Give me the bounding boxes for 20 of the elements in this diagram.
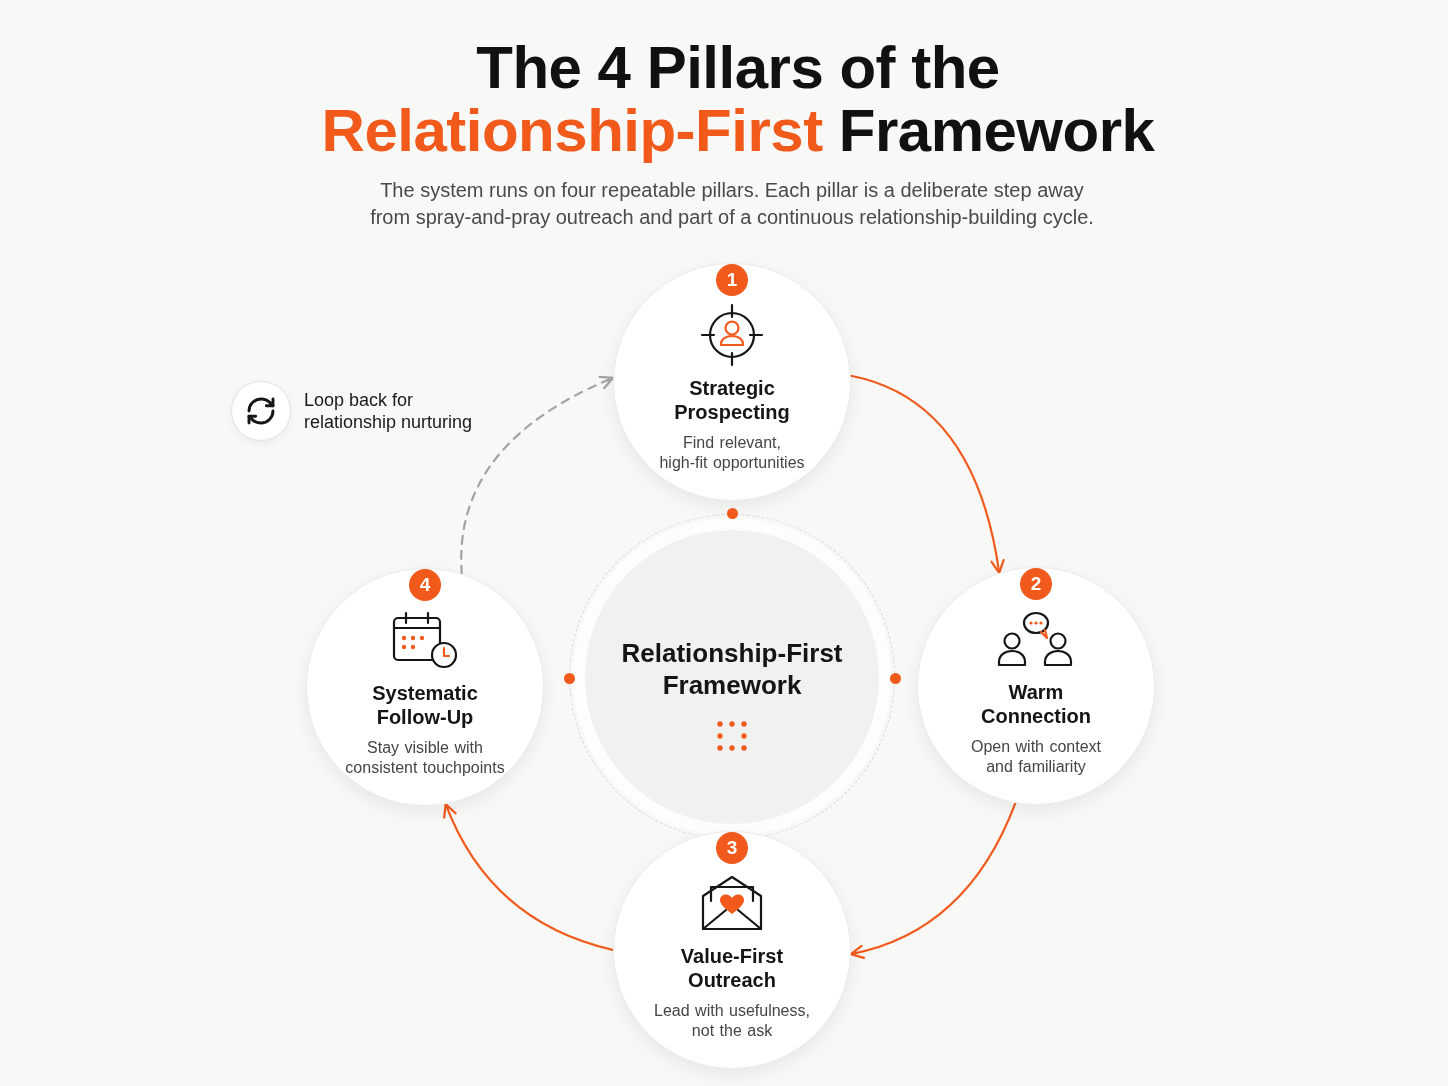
step-number: 4 bbox=[409, 569, 441, 601]
curved-arrow bbox=[849, 802, 1017, 959]
hub-title: Relationship-First Framework bbox=[620, 637, 844, 701]
subtitle: The system runs on four repeatable pillars. Each pillar is a deliberate step away from spray-and-pray outreach and part of a continuous relationship-building cycle. bbox=[369, 178, 1095, 230]
curved-arrow bbox=[443, 803, 615, 952]
pillar-title: Value-First Outreach bbox=[679, 944, 785, 992]
pillar-description: Open with context and familiarity bbox=[969, 737, 1103, 777]
pillar-title: Warm Connection bbox=[980, 680, 1092, 728]
pillar-description: Stay visible with consistent touchpoints bbox=[344, 738, 506, 778]
pillar-description: Lead with usefulness, not the ask bbox=[653, 1001, 811, 1041]
pillar-title: Strategic Prospecting bbox=[673, 376, 791, 424]
step-number: 2 bbox=[1020, 568, 1052, 600]
dashed-curved-arrow bbox=[460, 376, 615, 575]
step-number: 3 bbox=[716, 832, 748, 864]
pillar-description: Find relevant, high-fit opportunities bbox=[658, 433, 806, 473]
pillar-title: Systematic Follow-Up bbox=[371, 681, 479, 729]
step-number: 1 bbox=[716, 264, 748, 296]
title: The 4 Pillars of the Relationship-First Framework bbox=[320, 36, 1156, 162]
loop-note: Loop back for relationship nurturing bbox=[304, 389, 474, 433]
curved-arrow bbox=[849, 374, 1005, 574]
